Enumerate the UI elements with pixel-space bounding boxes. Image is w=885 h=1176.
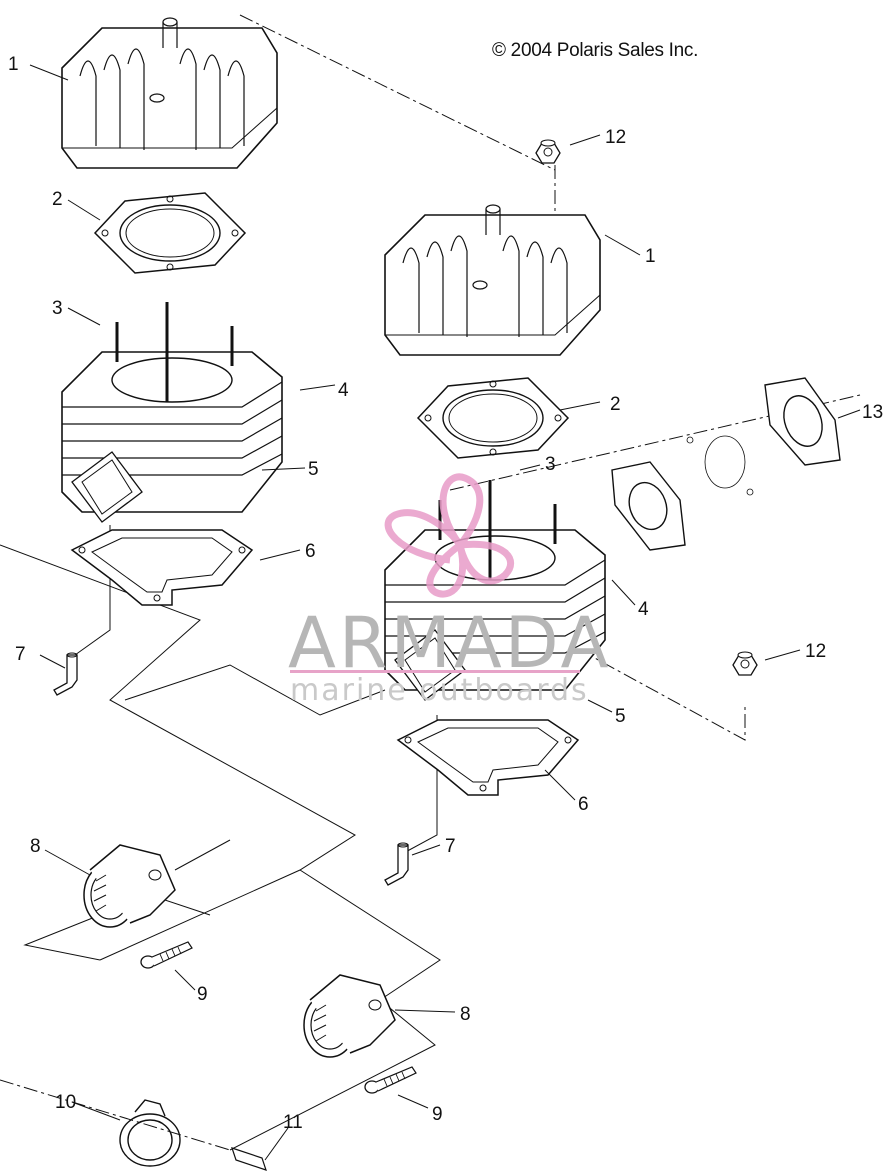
callout-leaders — [29, 64, 861, 1161]
hose-clamp — [119, 1099, 181, 1167]
callout-3-left: 3 — [52, 298, 63, 319]
callout-6-right: 6 — [578, 794, 589, 815]
exhaust-gaskets — [611, 377, 841, 551]
fitting-left — [53, 652, 78, 696]
bolt-right — [364, 1066, 417, 1094]
bolt-left — [140, 941, 193, 969]
intake-boot-right — [303, 974, 396, 1058]
copyright-notice: © 2004 Polaris Sales Inc. — [492, 40, 699, 61]
nut-right — [732, 651, 758, 676]
callout-6-left: 6 — [305, 541, 316, 562]
callout-4-right: 4 — [638, 599, 649, 620]
callout-7-right: 7 — [445, 836, 456, 857]
callout-12-top: 12 — [605, 127, 626, 148]
intake-boot-left — [83, 844, 176, 928]
callout-4-left: 4 — [338, 380, 349, 401]
callout-9-left: 9 — [197, 984, 208, 1005]
callout-5-left: 5 — [308, 459, 319, 480]
base-gasket-left — [71, 529, 253, 606]
head-gasket-left — [94, 192, 246, 274]
callout-8-left: 8 — [30, 836, 41, 857]
cylinder-head-left — [61, 17, 278, 169]
callout-7-left: 7 — [15, 644, 26, 665]
watermark-divider — [290, 670, 580, 673]
callout-12-right: 12 — [805, 641, 826, 662]
watermark-title: ARMADA — [288, 602, 612, 684]
callout-numbers: 1 2 3 4 5 6 7 12 1 2 3 13 4 12 5 6 7 8 9… — [8, 54, 883, 1133]
cylinder-left — [60, 300, 284, 524]
base-gasket-right — [397, 719, 579, 796]
callout-13: 13 — [862, 402, 883, 423]
callout-5-right: 5 — [615, 706, 626, 727]
callout-9-right: 9 — [432, 1104, 443, 1125]
callout-1-right: 1 — [645, 246, 656, 267]
callout-8-right: 8 — [460, 1004, 471, 1025]
watermark-logo-icon — [384, 473, 514, 598]
fitting-right — [384, 842, 409, 886]
callout-2-left: 2 — [52, 189, 63, 210]
clamp-screw — [231, 1147, 267, 1171]
callout-11: 11 — [283, 1112, 303, 1133]
callout-10: 10 — [55, 1092, 76, 1113]
head-gasket-right — [417, 377, 569, 459]
nut-top-right — [535, 139, 561, 164]
watermark-subtitle: marine outboards — [290, 673, 589, 708]
cylinder-head-right — [384, 204, 601, 356]
callout-1-left: 1 — [8, 54, 19, 75]
callout-2-right: 2 — [610, 394, 621, 415]
callout-3-right: 3 — [545, 454, 556, 475]
